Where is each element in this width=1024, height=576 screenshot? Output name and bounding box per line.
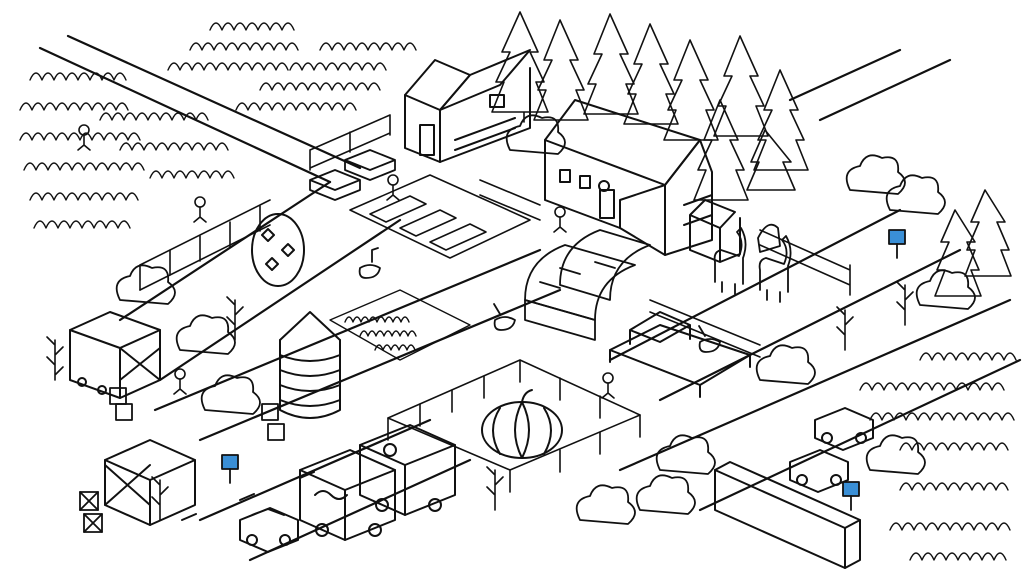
car-right-2[interactable] <box>814 407 874 451</box>
person-icon[interactable] <box>173 368 187 395</box>
food-truck-1[interactable] <box>299 449 396 541</box>
hay-bale[interactable] <box>714 461 861 569</box>
food-truck-2[interactable] <box>359 424 456 516</box>
chicken-pen[interactable] <box>609 311 751 398</box>
geese[interactable] <box>358 247 721 353</box>
crop-plot-center[interactable] <box>329 289 471 361</box>
crates[interactable] <box>79 387 285 533</box>
giant-pumpkin[interactable] <box>481 389 563 459</box>
llamas[interactable] <box>713 223 792 303</box>
sign-icon[interactable] <box>888 229 906 259</box>
car-left[interactable] <box>239 507 299 553</box>
sign-icon[interactable] <box>221 454 239 484</box>
person-icon[interactable] <box>601 372 615 399</box>
person-icon[interactable] <box>193 196 207 223</box>
doghouse[interactable] <box>689 199 741 263</box>
container-bottom[interactable] <box>104 439 196 526</box>
person-icon[interactable] <box>553 206 567 233</box>
crop-field-top-center[interactable] <box>167 22 417 111</box>
container-left[interactable] <box>69 311 161 399</box>
decorated-egg[interactable] <box>251 213 305 287</box>
person-icon[interactable] <box>386 174 400 201</box>
fences <box>139 114 851 358</box>
person-icon[interactable] <box>77 124 91 151</box>
silo[interactable] <box>279 311 341 419</box>
crop-field-bottom-right[interactable] <box>859 352 1017 561</box>
vegetable-garden[interactable] <box>349 174 531 259</box>
crop-field-top-left[interactable] <box>19 72 235 229</box>
sign-icon[interactable] <box>842 481 860 511</box>
pine-forest[interactable] <box>491 11 1012 297</box>
farmhouse[interactable] <box>544 99 741 263</box>
barn[interactable] <box>404 49 531 163</box>
bushes <box>115 114 976 525</box>
greenhouses[interactable] <box>524 229 651 341</box>
wreath-icon <box>598 180 610 192</box>
reeds <box>46 281 914 521</box>
planter-boxes[interactable] <box>309 149 396 201</box>
car-right-1[interactable] <box>789 449 849 493</box>
pumpkin-patch-fence <box>387 359 641 493</box>
